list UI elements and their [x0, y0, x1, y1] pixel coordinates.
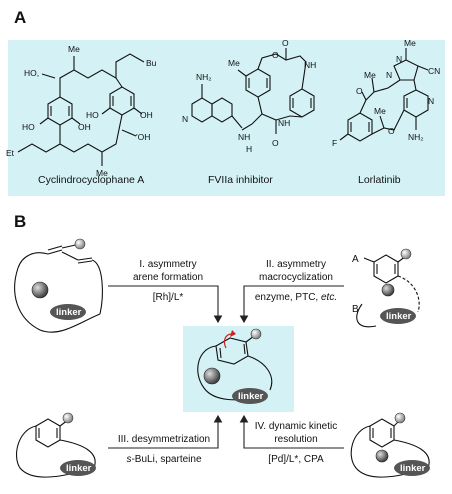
linker-label-III: linker — [66, 463, 92, 474]
atom-me-5: Me — [364, 70, 376, 80]
atom-o-4: O — [356, 86, 363, 96]
atom-n-4: N — [428, 96, 434, 106]
atom-oh-2: OH — [140, 110, 153, 120]
arrow-III — [108, 414, 223, 449]
atom-bu: Bu — [146, 58, 157, 68]
step-IV-title-1: IV. dynamic kinetic — [254, 421, 338, 432]
atom-nh2-2: NH₂ — [408, 132, 424, 142]
atom-oh-1: OH — [78, 122, 91, 132]
linker-III — [60, 460, 96, 476]
step-IV-title-2: resolution — [274, 434, 318, 445]
rotation-arrow — [223, 333, 233, 349]
atom-me-6: Me — [374, 106, 386, 116]
linker-label-I: linker — [56, 307, 82, 318]
substrate-III — [16, 418, 96, 478]
caption-fviia: FVIIa inhibitor — [208, 174, 273, 186]
panel-b-letter: B — [14, 212, 27, 231]
arrow-IV — [239, 414, 344, 449]
ball-large-II — [381, 283, 395, 297]
substrate-IV — [350, 418, 430, 478]
atom-oh-prime: 'OH — [136, 132, 150, 142]
panel-a-box — [8, 40, 445, 196]
linker-label-IV: linker — [400, 463, 426, 474]
arrow-II — [239, 285, 344, 324]
atom-nh-3: NH — [278, 118, 290, 128]
step-II-conditions-etc: etc. — [321, 292, 338, 303]
atom-o-2: O — [272, 50, 279, 60]
ball-small-I — [74, 238, 86, 250]
ball-large-I — [31, 281, 49, 299]
lorlatinib-structure — [339, 48, 429, 142]
atom-o-1: O — [282, 38, 289, 48]
atom-et: Et — [6, 148, 15, 158]
atom-ho-1: HO — [22, 122, 35, 132]
ball-small-II — [400, 248, 412, 260]
step-I-title: I. asymmetry arene formation — [118, 258, 218, 284]
step-IV-title: IV. dynamic kinetic resolution — [246, 420, 346, 446]
step-I-conditions: [Rh]/L* — [152, 292, 184, 303]
step-III-conditions-s: s — [126, 454, 132, 465]
step-II-title: II. asymmetry macrocyclization — [246, 258, 346, 284]
step-I-title-1: I. asymmetry — [139, 259, 197, 270]
ball-small-product — [250, 328, 262, 340]
ball-large-product — [203, 367, 221, 385]
atom-nh-1: NH — [304, 60, 316, 70]
atom-me-2: Me — [96, 168, 108, 178]
atom-n-1: N — [182, 114, 188, 124]
step-III-conditions-text: -BuLi, sparteine — [131, 454, 202, 465]
atom-nh-2: NH — [238, 132, 250, 142]
atom-me-3: Me — [228, 58, 240, 68]
atom-ho-2: HO — [86, 110, 99, 120]
atom-nh2-1: NH₂ — [196, 72, 212, 82]
step-I-title-2: arene formation — [132, 272, 204, 283]
ball-large-IV — [375, 449, 389, 463]
atom-me-1: Me — [68, 44, 80, 54]
label-b: B — [352, 304, 359, 315]
atom-cn: CN — [428, 66, 440, 76]
fviia-structure — [191, 48, 315, 134]
caption-cyclindrocyclophane: Cyclindrocyclophane A — [38, 174, 145, 186]
atom-o-3: O — [272, 138, 279, 148]
panel-a-letter: A — [14, 8, 27, 27]
atom-h-1: H — [246, 144, 252, 154]
atom-n-2: N — [386, 70, 392, 80]
rotation-arrowhead — [230, 330, 236, 337]
linker-IV — [394, 460, 430, 476]
step-II-title-1: II. asymmetry — [265, 259, 326, 270]
linker-I — [50, 304, 86, 320]
atom-f: F — [332, 138, 337, 148]
ball-small-III — [62, 412, 74, 424]
step-II-title-2: macrocyclization — [259, 272, 333, 283]
linker-label-product: linker — [238, 391, 264, 402]
step-II-conditions: enzyme, PTC, etc. — [238, 291, 354, 304]
step-III-title: III. desymmetrization — [117, 434, 211, 445]
atom-n-3: N — [396, 54, 402, 64]
ball-small-IV — [394, 412, 406, 424]
step-II-conditions-text: enzyme, PTC, — [254, 292, 321, 303]
atom-ho-prime: HO, — [24, 68, 39, 78]
caption-lorlatinib: Lorlatinib — [358, 174, 401, 186]
linker-label-II: linker — [386, 311, 412, 322]
atom-me-4: Me — [404, 38, 416, 48]
substrate-I — [14, 243, 103, 333]
step-III-conditions: s-BuLi, sparteine — [110, 453, 218, 466]
arrow-I — [108, 285, 223, 324]
linker-product — [232, 388, 268, 404]
label-a: A — [352, 254, 359, 265]
cyclindrocyclophane-structure — [17, 53, 145, 166]
linker-II — [380, 308, 416, 324]
atom-o-5: O — [388, 126, 395, 136]
step-IV-conditions: [Pd]/L*, CPA — [268, 454, 324, 465]
